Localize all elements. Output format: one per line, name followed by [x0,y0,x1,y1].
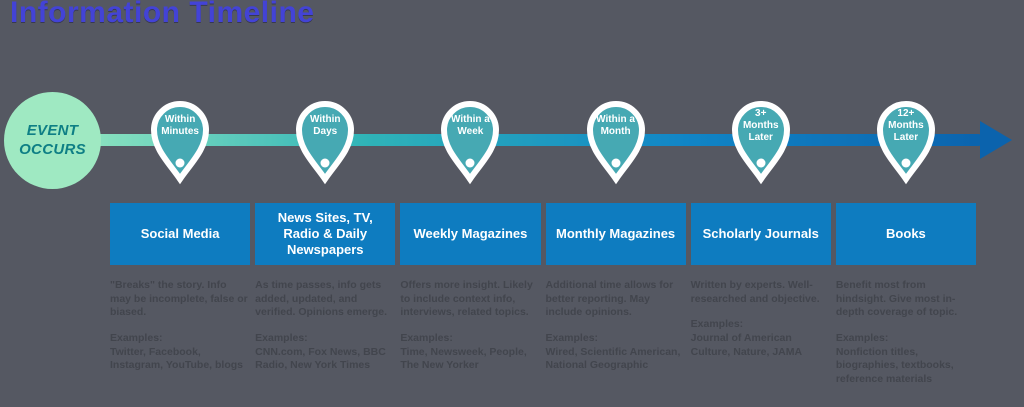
map-pin: Within Minutes [147,97,213,185]
pin-label: Within Days [310,114,341,137]
category-examples: Examples: Journal of American Culture, N… [690,318,803,358]
page-title: Information Timeline [10,0,315,29]
category-box: Monthly Magazines [545,203,686,265]
category-box: Weekly Magazines [400,203,541,265]
category-label: News Sites, TV, Radio & Daily Newspapers [277,209,373,258]
category-label: Monthly Magazines [555,225,676,241]
timeline-column: Within Minutes Social Media "Breaks" the… [110,97,251,386]
pin-label: Within a Week [451,114,490,137]
timeline-column: 3+ Months Later Scholarly Journals Writt… [690,97,831,386]
event-occurs-circle: EVENT OCCURS [4,92,101,189]
timeline-column: Within a Week Weekly Magazines Offers mo… [400,97,541,386]
map-pin-icon [586,101,645,185]
category-description: Offers more insight. Likely to include c… [400,279,533,319]
category-box: Scholarly Journals [690,203,831,265]
category-description: Benefit most from hindsight. Give most i… [835,279,958,319]
pin-label: 3+ Months Later [742,108,779,143]
map-pin: Within a Month [583,97,649,185]
map-pin: 3+ Months Later [728,97,794,185]
map-pin-icon [731,101,790,185]
map-pin: Within Days [292,97,358,185]
category-box: Books [835,203,976,265]
event-occurs-label: EVENT OCCURS [19,121,86,158]
category-label: Weekly Magazines [413,225,528,241]
category-examples: Examples: Wired, Scientific American, Na… [545,331,681,372]
map-pin: 12+ Months Later [873,97,939,185]
category-box: News Sites, TV, Radio & Daily Newspapers [255,203,396,265]
category-examples: Examples: Twitter, Facebook, Instagram, … [110,331,244,372]
map-pin-icon [876,101,935,185]
category-label: Scholarly Journals [702,225,819,241]
category-description: As time passes, info gets added, updated… [255,279,388,319]
category-box: Social Media [110,203,251,265]
category-examples: Examples: CNN.com, Fox News, BBC Radio, … [255,331,386,372]
timeline-column: Within Days News Sites, TV, Radio & Dail… [255,97,396,386]
category-examples: Examples: Time, Newsweek, People, The Ne… [400,331,527,372]
timeline-columns: Within Minutes Social Media "Breaks" the… [110,97,976,386]
category-label: Social Media [140,225,220,241]
category-description: "Breaks" the story. Info may be incomple… [110,279,248,319]
timeline-column: Within a Month Monthly Magazines Additio… [545,97,686,386]
category-description: Written by experts. Well-researched and … [690,279,820,305]
category-label: Books [886,225,926,241]
pin-label: Within a Month [596,114,635,137]
map-pin: Within a Week [437,97,503,185]
pin-label: 12+ Months Later [888,108,924,143]
timeline-column: 12+ Months Later Books Benefit most from… [835,97,976,386]
category-examples: Examples: Nonfiction titles, biographies… [835,331,954,385]
map-pin-icon [441,101,500,185]
map-pin-icon [296,101,355,185]
map-pin-icon [151,101,210,185]
pin-label: Within Minutes [161,114,199,137]
timeline-arrowhead-icon [980,121,1012,159]
category-description: Additional time allows for better report… [545,279,674,319]
